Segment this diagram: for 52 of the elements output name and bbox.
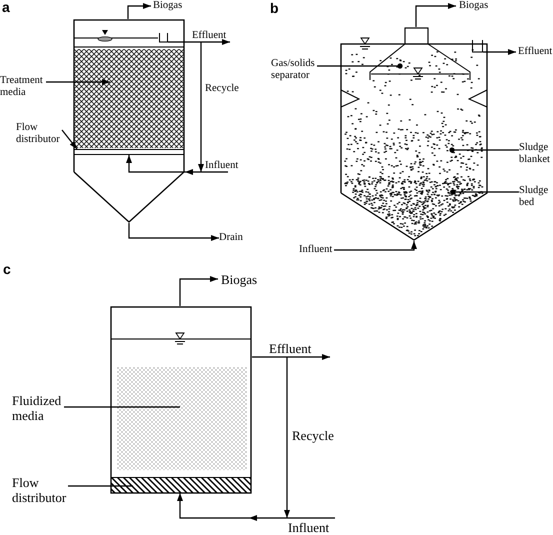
- part-label: Sludge bed: [519, 185, 553, 210]
- stream-label: Effluent: [516, 46, 553, 58]
- overflow-weir: [159, 33, 168, 43]
- part-label: Flow distributor: [16, 122, 62, 147]
- flow-arrow: [334, 241, 417, 251]
- flow-arrow: [483, 49, 516, 55]
- stream-label: Drain: [219, 232, 245, 244]
- stream-label: Biogas: [218, 272, 258, 287]
- overflow-weir: [472, 40, 483, 53]
- flow-arrow: [128, 223, 219, 241]
- leader-arrow: [46, 79, 110, 85]
- leader-arrow: [62, 130, 78, 150]
- reactor-tank: [73, 19, 185, 223]
- part-label: Gas/solids separator: [271, 58, 317, 83]
- leader-line: [317, 63, 403, 69]
- stream-label: Effluent: [190, 30, 230, 42]
- separator-hood: [369, 27, 471, 81]
- leader-line: [450, 189, 519, 195]
- flow-arrow: [284, 357, 290, 518]
- distributor-plate: [111, 477, 251, 493]
- part-label: Sludge blanket: [519, 142, 553, 167]
- flow-arrow: [252, 354, 330, 360]
- leader-line: [64, 406, 180, 408]
- panel-letter: c: [3, 262, 11, 276]
- sludge-blanket-region: [343, 127, 485, 175]
- part-label: Treatment media: [0, 75, 46, 100]
- flow-arrow: [127, 3, 151, 19]
- distributor-plate: [74, 149, 184, 155]
- stream-label: Biogas: [456, 0, 489, 12]
- stream-label: Influent: [201, 160, 239, 172]
- stream-label: Influent: [287, 518, 335, 535]
- edge-label: Recycle: [205, 83, 239, 95]
- flow-arrow: [179, 276, 218, 306]
- reactor-tank: [110, 306, 252, 494]
- flow-arrow: [168, 39, 230, 45]
- sludge-bed-region: [343, 175, 485, 239]
- edge-label: Recycle: [292, 428, 334, 443]
- stream-label: Biogas: [151, 0, 183, 12]
- panel-letter: a: [2, 0, 10, 14]
- part-label: Fluidized media: [12, 392, 64, 423]
- stream-label: Influent: [299, 244, 334, 256]
- media-bed: [117, 367, 247, 470]
- media-bed: [74, 49, 184, 148]
- leader-line: [68, 485, 133, 487]
- panel-letter: b: [270, 1, 279, 15]
- leader-line: [449, 147, 519, 153]
- flow-arrow: [198, 42, 204, 172]
- flow-arrow: [415, 3, 456, 27]
- stream-label: Effluent: [266, 341, 330, 357]
- flow-arrow: [126, 155, 228, 175]
- flow-arrow: [177, 493, 335, 521]
- part-label: Flow distributor: [12, 474, 68, 505]
